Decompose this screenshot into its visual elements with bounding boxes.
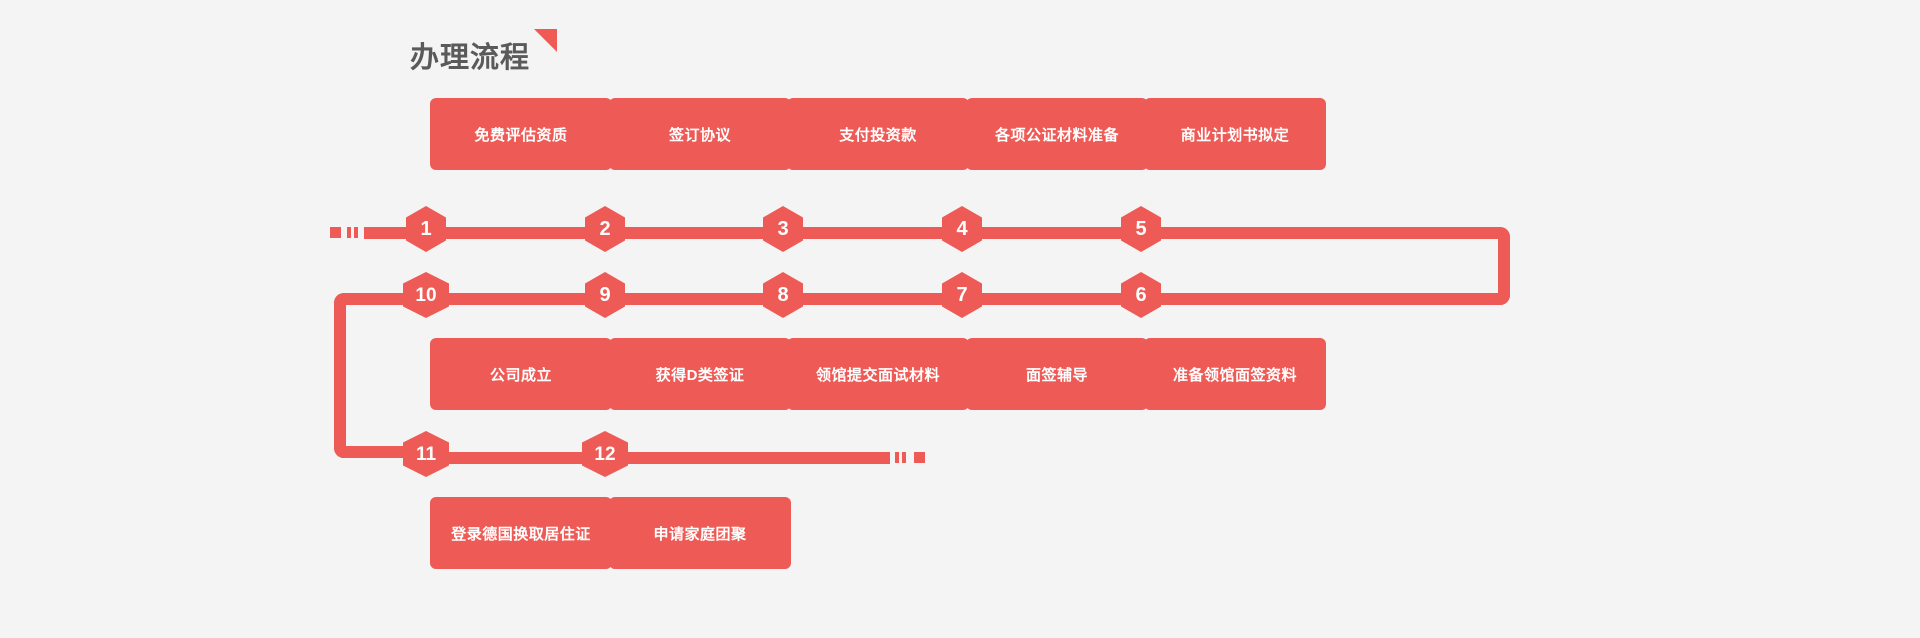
step-box-4[interactable]: 各项公证材料准备 bbox=[966, 98, 1148, 170]
step-marker-12[interactable]: 12 bbox=[582, 431, 628, 477]
page-title: 办理流程 bbox=[410, 29, 557, 80]
step-box-10[interactable]: 公司成立 bbox=[430, 338, 612, 410]
step-box-5[interactable]: 商业计划书拟定 bbox=[1144, 98, 1326, 170]
page-title-text: 办理流程 bbox=[410, 42, 531, 74]
track-end-cap-square bbox=[914, 452, 925, 463]
step-box-6[interactable]: 准备领馆面签资料 bbox=[1144, 338, 1326, 410]
track-rail-3 bbox=[408, 452, 890, 464]
step-marker-6[interactable]: 6 bbox=[1121, 272, 1161, 318]
step-marker-3[interactable]: 3 bbox=[763, 206, 803, 252]
step-box-1[interactable]: 免费评估资质 bbox=[430, 98, 612, 170]
step-box-8[interactable]: 领馆提交面试材料 bbox=[787, 338, 969, 410]
step-box-12[interactable]: 申请家庭团聚 bbox=[609, 497, 791, 569]
track-start-cap-bar-2 bbox=[354, 227, 358, 238]
step-marker-9[interactable]: 9 bbox=[585, 272, 625, 318]
step-marker-2[interactable]: 2 bbox=[585, 206, 625, 252]
step-marker-5[interactable]: 5 bbox=[1121, 206, 1161, 252]
step-marker-4[interactable]: 4 bbox=[942, 206, 982, 252]
step-box-2[interactable]: 签订协议 bbox=[609, 98, 791, 170]
step-marker-7[interactable]: 7 bbox=[942, 272, 982, 318]
track-rail-1 bbox=[364, 227, 1486, 239]
step-box-11[interactable]: 登录德国换取居住证 bbox=[430, 497, 612, 569]
track-uturn-left bbox=[334, 293, 414, 458]
track-start-cap-bar-1 bbox=[347, 227, 351, 238]
track-end-cap-bar-1 bbox=[895, 452, 899, 463]
track-end-cap-bar-2 bbox=[902, 452, 906, 463]
track-start-cap-square bbox=[330, 227, 341, 238]
step-marker-8[interactable]: 8 bbox=[763, 272, 803, 318]
step-box-9[interactable]: 获得D类签证 bbox=[609, 338, 791, 410]
step-box-3[interactable]: 支付投资款 bbox=[787, 98, 969, 170]
title-triangle-icon bbox=[534, 29, 557, 52]
step-box-7[interactable]: 面签辅导 bbox=[966, 338, 1148, 410]
step-marker-1[interactable]: 1 bbox=[406, 206, 446, 252]
